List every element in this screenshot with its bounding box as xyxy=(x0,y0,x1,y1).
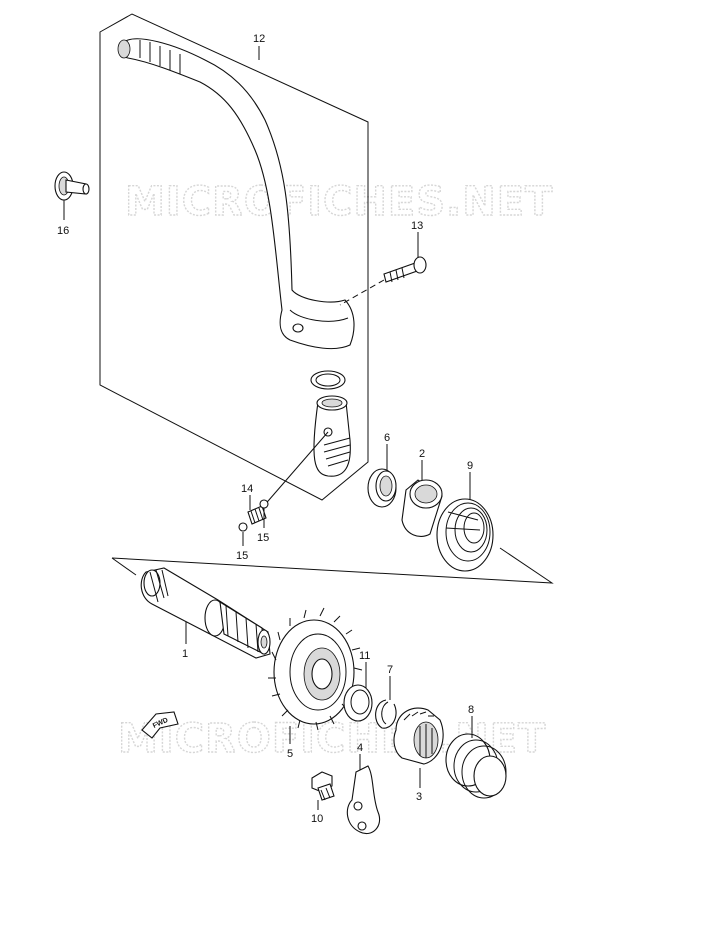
bolt-16[interactable] xyxy=(54,171,90,201)
label-14: 14 xyxy=(241,483,253,495)
label-7: 7 xyxy=(387,664,393,676)
shaft-assembly-frame xyxy=(111,547,554,584)
kick-lever[interactable] xyxy=(117,38,355,350)
label-5: 5 xyxy=(287,748,293,760)
kick-drive-gear[interactable] xyxy=(268,607,363,731)
label-12: 12 xyxy=(253,33,265,45)
leader-lines xyxy=(63,46,473,810)
forward-direction-arrow: FWD xyxy=(141,711,179,739)
lever-boss[interactable] xyxy=(313,395,351,477)
ball-15-left[interactable] xyxy=(238,522,248,532)
bolt-13[interactable] xyxy=(383,256,427,283)
washer-11[interactable] xyxy=(343,684,373,722)
label-6: 6 xyxy=(384,432,390,444)
bolt-10[interactable] xyxy=(311,771,335,801)
label-2: 2 xyxy=(419,448,425,460)
bushing-2[interactable] xyxy=(401,479,443,538)
leader-13-dashed xyxy=(339,279,385,306)
lever-assembly-frame xyxy=(99,13,369,501)
label-8: 8 xyxy=(468,704,474,716)
kick-starter-shaft[interactable] xyxy=(140,567,271,659)
spring-14[interactable] xyxy=(247,505,267,525)
seal-6[interactable] xyxy=(367,468,397,508)
label-1: 1 xyxy=(182,648,188,660)
label-13: 13 xyxy=(411,220,423,232)
guide-plate-4[interactable] xyxy=(346,765,380,834)
label-16: 16 xyxy=(57,225,69,237)
leader-boss-pin xyxy=(261,431,329,509)
label-3: 3 xyxy=(416,791,422,803)
ball-15-right[interactable] xyxy=(259,499,269,509)
spring-8[interactable] xyxy=(445,733,507,799)
circlip-7[interactable] xyxy=(375,699,397,729)
spring-9[interactable] xyxy=(436,498,494,572)
part-number-labels: 12 16 13 6 2 9 14 15 15 1 5 11 7 8 4 3 1… xyxy=(57,33,474,825)
label-15-left: 15 xyxy=(236,550,248,562)
label-9: 9 xyxy=(467,460,473,472)
label-4: 4 xyxy=(357,742,363,754)
label-11: 11 xyxy=(359,650,370,662)
label-15-right: 15 xyxy=(257,532,269,544)
ratchet-3[interactable] xyxy=(393,707,444,765)
label-10: 10 xyxy=(311,813,323,825)
watermark-top: MICROFICHES.NET xyxy=(125,179,553,225)
